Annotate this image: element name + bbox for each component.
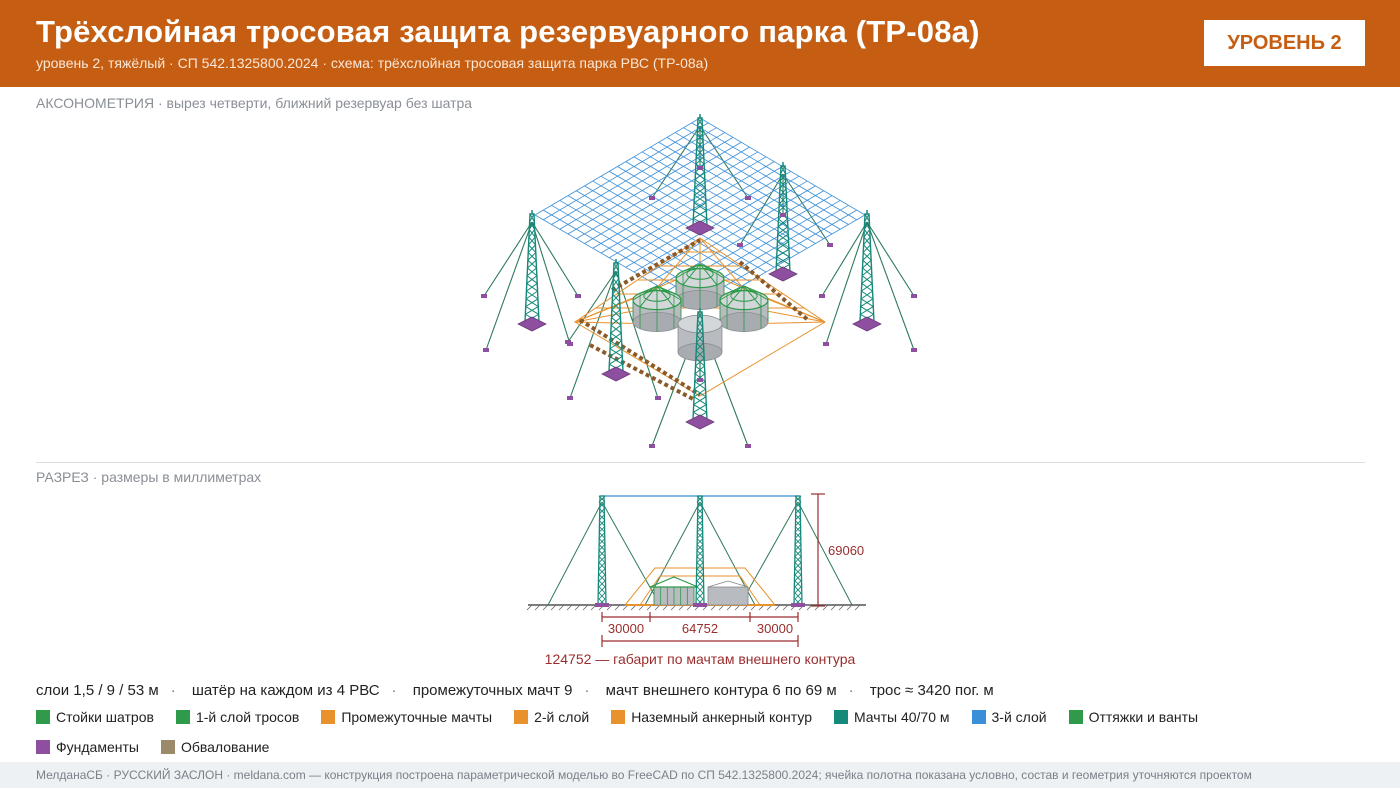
legend-swatch: [175, 710, 190, 724]
legend-swatch: [36, 710, 50, 724]
anchor-block: [911, 294, 917, 298]
anchor-block: [827, 243, 833, 247]
foundations: [481, 166, 917, 448]
section-mast: [791, 495, 805, 607]
legend-swatch: [971, 710, 986, 724]
anchor-block: [649, 444, 655, 448]
footer: МелданаСБ · РУССКИЙ ЗАСЛОН · meldana.com…: [0, 762, 1400, 788]
anchor-block: [823, 342, 829, 346]
stat-intermediate-masts: промежуточных мачт 9: [412, 682, 573, 699]
foundation: [852, 316, 882, 332]
anchor-block: [481, 294, 487, 298]
foundation: [685, 414, 715, 430]
dim-span-right: 30000: [757, 621, 793, 636]
legend-swatch: [1068, 710, 1083, 724]
section-tanks: [649, 576, 749, 606]
tank: [632, 285, 682, 332]
section-mast: [693, 495, 707, 607]
dim-span-left: 30000: [608, 621, 644, 636]
anchor-block: [697, 166, 703, 170]
anchor-block: [819, 294, 825, 298]
legend: Стойки шатров 1-й слой тросов Промежуточ…: [36, 708, 1336, 756]
foundation: [685, 220, 715, 236]
section-mast: [595, 495, 609, 607]
section-divider: [36, 462, 1365, 463]
legend-swatch: [611, 710, 626, 724]
legend-item: 1-й слой тросов: [175, 708, 299, 726]
dim-overall: 124752 — габарит по мачтам внешнего конт…: [545, 651, 856, 667]
legend-swatch: [833, 710, 848, 724]
anchor-block: [737, 243, 743, 247]
foundation: [517, 316, 547, 332]
axonometry-drawing: [481, 114, 917, 448]
anchor-block: [649, 196, 655, 200]
anchor-block: [697, 378, 703, 382]
level-badge: УРОВЕНЬ 2: [1204, 20, 1365, 66]
stat-tents: шатёр на каждом из 4 РВС: [191, 682, 380, 699]
axonometry-label: АКСОНОМЕТРИЯ · вырез четверти, ближний р…: [36, 95, 473, 111]
stat-cable-length: трос ≈ 3420 пог. м: [869, 682, 994, 699]
anchor-block: [745, 444, 751, 448]
legend-swatch: [514, 710, 529, 724]
anchor-block: [565, 340, 571, 344]
legend-item: Оттяжки и ванты: [1068, 708, 1198, 726]
footer-text: МелданаСБ · РУССКИЙ ЗАСЛОН · meldana.com…: [36, 768, 1252, 782]
anchor-block: [567, 396, 573, 400]
embankment: [578, 238, 810, 402]
section-tank: [707, 580, 749, 606]
mast: [608, 259, 624, 373]
anchor-block: [745, 196, 751, 200]
page-title: Трёхслойная тросовая защита резервуарног…: [36, 14, 980, 49]
section-tank: [649, 576, 699, 606]
mast: [692, 308, 708, 421]
legend-swatch: [160, 740, 175, 754]
anchor-block: [911, 348, 917, 352]
section-label: РАЗРЕЗ · размеры в миллиметрах: [36, 469, 262, 485]
mast: [859, 210, 875, 323]
page-subtitle: уровень 2, тяжёлый · СП 542.1325800.2024…: [36, 55, 709, 71]
anchor-block: [780, 213, 786, 217]
section-drawing: 69060 30000 64752 30000 124752 — габарит…: [526, 493, 866, 667]
header-bar: Трёхслойная тросовая защита резервуарног…: [0, 0, 1400, 87]
dim-span-mid: 64752: [682, 621, 718, 636]
legend-item: Мачты 40/70 м: [833, 708, 950, 726]
anchor-block: [575, 294, 581, 298]
stats-line: слои 1,5 / 9 / 53 м· шатёр на каждом из …: [36, 682, 994, 699]
tank: [719, 285, 769, 332]
legend-item: Промежуточные мачты: [321, 708, 492, 726]
legend-item: 2-й слой: [514, 708, 589, 726]
dim-height: 69060: [828, 543, 864, 558]
legend-swatch: [36, 740, 50, 754]
guy-wires: [483, 125, 915, 447]
foundation: [768, 266, 798, 282]
dimension-lines: [601, 493, 825, 647]
section-masts: [595, 495, 805, 607]
mast: [524, 210, 540, 323]
legend-item: Наземный анкерный контур: [611, 708, 812, 726]
legend-item: Фундаменты: [36, 738, 139, 756]
stat-outer-masts: мачт внешнего контура 6 по 69 м: [605, 682, 837, 699]
legend-item: 3-й слой: [971, 708, 1047, 726]
foundation: [601, 366, 631, 382]
anchor-block: [483, 348, 489, 352]
stat-layers: слои 1,5 / 9 / 53 м: [36, 682, 159, 699]
legend-item: Обвалование: [160, 738, 269, 756]
anchor-block: [655, 396, 661, 400]
legend-swatch: [321, 710, 336, 724]
tanks: [632, 263, 769, 362]
legend-item: Стойки шатров: [36, 708, 154, 726]
tank: [675, 263, 725, 310]
